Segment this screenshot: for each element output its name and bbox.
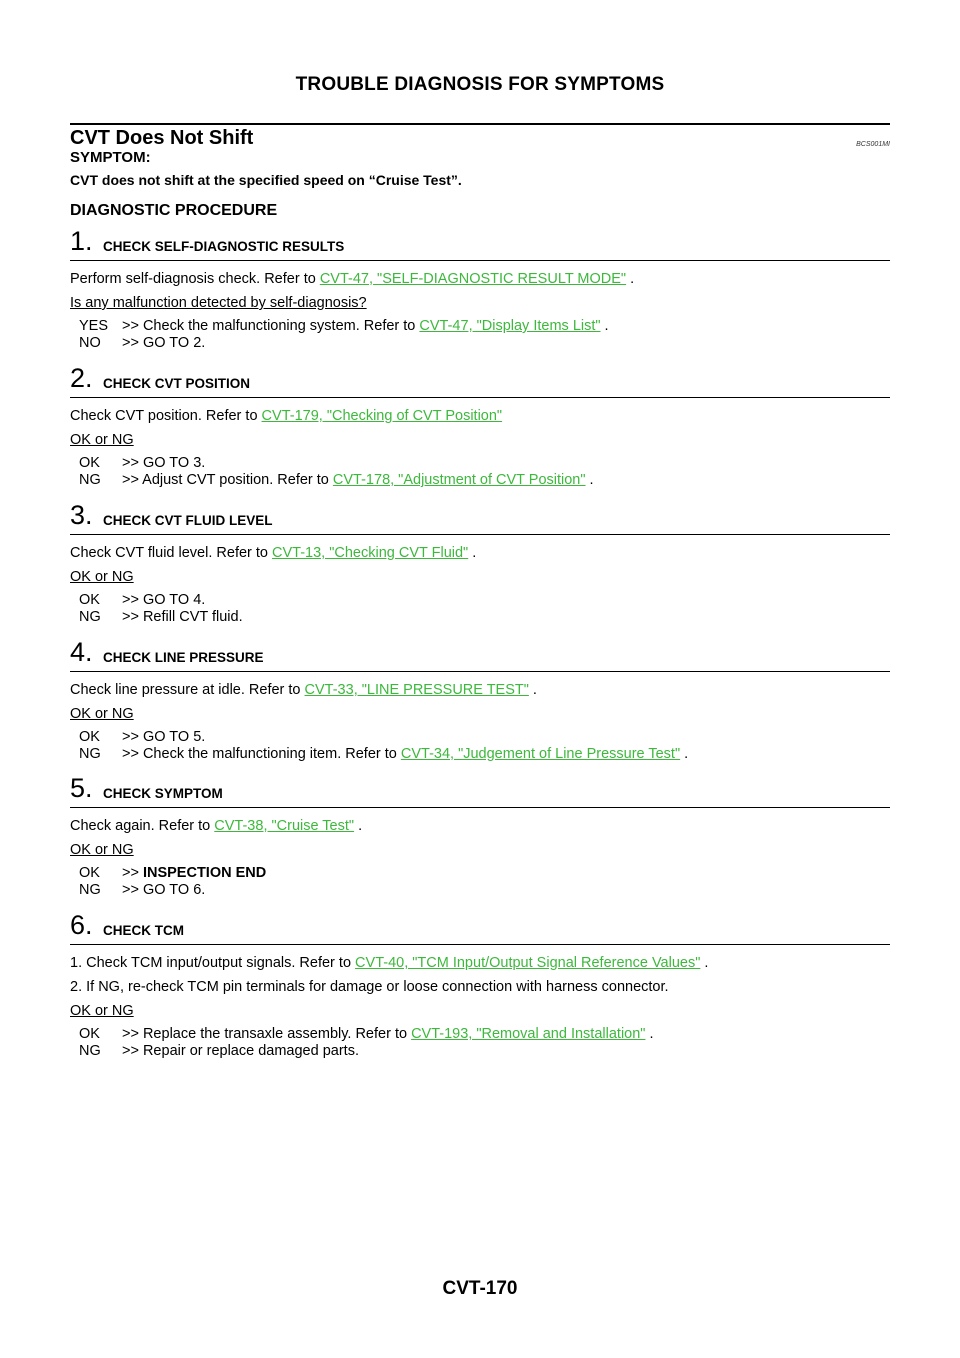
step-number: 3. xyxy=(70,500,93,530)
step-5: 5. CHECK SYMPTOM Check again. Refer to C… xyxy=(70,773,890,899)
reference-link[interactable]: CVT-178, "Adjustment of CVT Position" xyxy=(332,472,586,488)
step-1: 1. CHECK SELF-DIAGNOSTIC RESULTS Perform… xyxy=(70,226,890,352)
document-code: BCS001MI xyxy=(856,141,890,148)
answer-key: NG xyxy=(79,1043,101,1059)
step-number: 2. xyxy=(70,363,93,393)
step-title: CHECK LINE PRESSURE xyxy=(103,650,264,665)
answer-row: NG>> Refill CVT fluid. xyxy=(79,609,243,625)
reference-link[interactable]: CVT-47, "Display Items List" xyxy=(419,318,601,334)
step-instruction: Check CVT position. Refer to CVT-179, "C… xyxy=(70,408,503,424)
answer-key: NG xyxy=(79,746,101,762)
reference-link[interactable]: CVT-13, "Checking CVT Fluid" xyxy=(272,545,469,561)
step-question: OK or NG xyxy=(70,706,134,722)
reference-link[interactable]: CVT-33, "LINE PRESSURE TEST" xyxy=(304,682,529,698)
answer-key: OK xyxy=(79,592,100,608)
reference-link[interactable]: CVT-38, "Cruise Test" xyxy=(214,818,355,834)
step-number: 5. xyxy=(70,773,93,803)
step-instruction: Perform self-diagnosis check. Refer to C… xyxy=(70,271,635,287)
answer-key: YES xyxy=(79,318,109,334)
step-instruction: 1. Check TCM input/output signals. Refer… xyxy=(70,955,709,971)
answer-row: OK>> GO TO 3. xyxy=(79,455,206,471)
answer-row: NG>> Check the malfunctioning item. Refe… xyxy=(79,746,689,762)
answer-key: OK xyxy=(79,865,100,881)
answer-key: NG xyxy=(79,609,101,625)
step-header: 1. CHECK SELF-DIAGNOSTIC RESULTS xyxy=(70,226,890,261)
answer-list: OK>> GO TO 3. NG>> Adjust CVT position. … xyxy=(79,455,890,489)
step-2: 2. CHECK CVT POSITION Check CVT position… xyxy=(70,363,890,489)
answer-key: NO xyxy=(79,335,101,351)
inspection-end-text: INSPECTION END xyxy=(142,865,267,881)
step-title: CHECK CVT POSITION xyxy=(103,376,251,391)
answer-row: NG>> Adjust CVT position. Refer to CVT-1… xyxy=(79,472,594,488)
step-6: 6. CHECK TCM 1. Check TCM input/output s… xyxy=(70,910,890,1060)
page-header: TROUBLE DIAGNOSIS FOR SYMPTOMS xyxy=(295,74,665,95)
step-title: CHECK CVT FLUID LEVEL xyxy=(103,513,273,528)
step-number: 4. xyxy=(70,637,93,667)
answer-list: OK>> GO TO 5. NG>> Check the malfunction… xyxy=(79,729,890,763)
reference-link[interactable]: CVT-34, "Judgement of Line Pressure Test… xyxy=(400,746,681,762)
answer-list: OK>> INSPECTION END NG>> GO TO 6. xyxy=(79,865,890,899)
step-number: 6. xyxy=(70,910,93,940)
step-question: Is any malfunction detected by self-diag… xyxy=(70,295,367,311)
step-instruction: Check CVT fluid level. Refer to CVT-13, … xyxy=(70,545,477,561)
reference-link[interactable]: CVT-40, "TCM Input/Output Signal Referen… xyxy=(355,955,701,971)
header-rule xyxy=(70,123,890,125)
symptom-text: CVT does not shift at the specified spee… xyxy=(70,172,462,188)
step-header: 5. CHECK SYMPTOM xyxy=(70,773,890,808)
step-header: 4. CHECK LINE PRESSURE xyxy=(70,637,890,672)
section-title: CVT Does Not Shift xyxy=(70,127,254,149)
answer-row: NO>> GO TO 2. xyxy=(79,335,206,351)
answer-key: NG xyxy=(79,472,101,488)
answer-row: NG>> GO TO 6. xyxy=(79,882,206,898)
answer-row: YES>> Check the malfunctioning system. R… xyxy=(79,318,609,334)
step-question: OK or NG xyxy=(70,842,134,858)
answer-list: OK>> GO TO 4. NG>> Refill CVT fluid. xyxy=(79,592,890,626)
answer-row: OK>> GO TO 4. xyxy=(79,592,206,608)
step-title: CHECK SELF-DIAGNOSTIC RESULTS xyxy=(103,239,345,254)
symptom-label: SYMPTOM: xyxy=(70,149,151,166)
answer-row: NG>> Repair or replace damaged parts. xyxy=(79,1043,359,1059)
step-3: 3. CHECK CVT FLUID LEVEL Check CVT fluid… xyxy=(70,500,890,626)
answer-key: OK xyxy=(79,1026,100,1042)
answer-row: OK>> GO TO 5. xyxy=(79,729,206,745)
step-question: OK or NG xyxy=(70,569,134,585)
reference-link[interactable]: CVT-47, "SELF-DIAGNOSTIC RESULT MODE" xyxy=(319,271,627,287)
step-4: 4. CHECK LINE PRESSURE Check line pressu… xyxy=(70,637,890,763)
step-instruction: Check again. Refer to CVT-38, "Cruise Te… xyxy=(70,818,363,834)
step-header: 6. CHECK TCM xyxy=(70,910,890,945)
step-number: 1. xyxy=(70,226,93,256)
step-question: OK or NG xyxy=(70,432,134,448)
answer-list: YES>> Check the malfunctioning system. R… xyxy=(79,318,890,352)
reference-link[interactable]: CVT-193, "Removal and Installation" xyxy=(411,1026,646,1042)
page-number: CVT-170 xyxy=(442,1278,518,1299)
step-header: 3. CHECK CVT FLUID LEVEL xyxy=(70,500,890,535)
step-header: 2. CHECK CVT POSITION xyxy=(70,363,890,398)
answer-key: NG xyxy=(79,882,101,898)
procedure-title: DIAGNOSTIC PROCEDURE xyxy=(70,202,278,219)
step-instruction: Check line pressure at idle. Refer to CV… xyxy=(70,682,537,698)
step-question: OK or NG xyxy=(70,1003,134,1019)
answer-list: OK>> Replace the transaxle assembly. Ref… xyxy=(79,1026,890,1060)
step-instruction: 2. If NG, re-check TCM pin terminals for… xyxy=(70,979,669,995)
step-title: CHECK TCM xyxy=(103,923,184,938)
answer-key: OK xyxy=(79,455,100,471)
answer-key: OK xyxy=(79,729,100,745)
answer-row: OK>> INSPECTION END xyxy=(79,865,267,881)
reference-link[interactable]: CVT-179, "Checking of CVT Position" xyxy=(261,408,503,424)
answer-row: OK>> Replace the transaxle assembly. Ref… xyxy=(79,1026,654,1042)
step-title: CHECK SYMPTOM xyxy=(103,786,223,801)
